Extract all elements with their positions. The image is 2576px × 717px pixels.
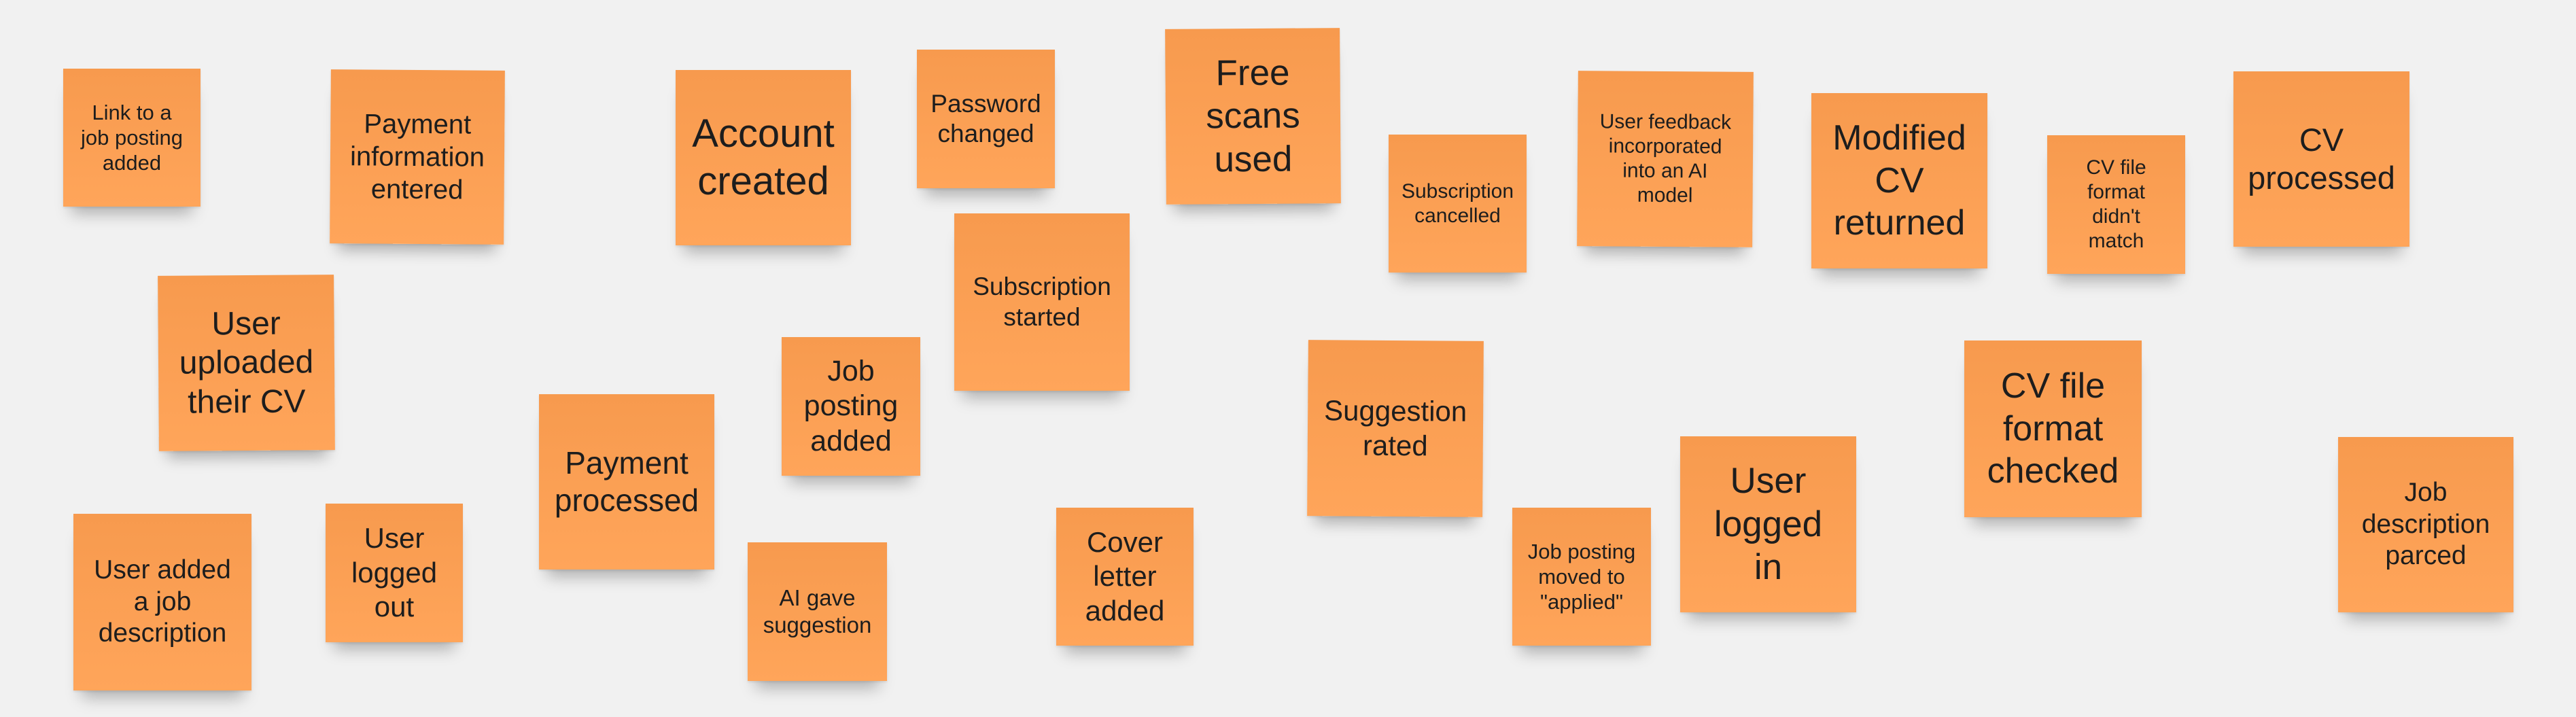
sticky-note-text: Job posting added	[803, 354, 899, 457]
sticky-note-text: Payment processed	[554, 444, 699, 518]
sticky-note-text: Password changed	[930, 89, 1041, 147]
sticky-note-cover-letter-added[interactable]: Cover letter added	[1056, 508, 1194, 646]
sticky-note-job-posting-added[interactable]: Job posting added	[782, 337, 920, 476]
sticky-note-text: User logged in	[1713, 461, 1823, 588]
sticky-note-text: CV processed	[2248, 121, 2395, 196]
sticky-note-text: CV file format checked	[1987, 366, 2119, 491]
sticky-note-user-uploaded-cv[interactable]: User uploaded their CV	[158, 275, 335, 451]
sticky-note-text: Cover letter added	[1085, 525, 1165, 627]
sticky-note-job-posting-moved-applied[interactable]: Job posting moved to "applied"	[1512, 508, 1651, 646]
sticky-note-password-changed[interactable]: Password changed	[917, 50, 1055, 188]
sticky-note-cv-file-format-checked[interactable]: CV file format checked	[1964, 340, 2142, 517]
sticky-note-job-description-parced[interactable]: Job description parced	[2338, 437, 2513, 612]
sticky-note-free-scans-used[interactable]: Free scans used	[1165, 28, 1341, 205]
sticky-note-subscription-cancelled[interactable]: Subscription cancelled	[1389, 135, 1527, 273]
sticky-note-subscription-started[interactable]: Subscription started	[954, 213, 1130, 391]
sticky-note-ai-gave-suggestion[interactable]: AI gave suggestion	[748, 542, 887, 681]
sticky-note-text: Modified CV returned	[1832, 118, 1966, 243]
sticky-note-suggestion-rated[interactable]: Suggestion rated	[1307, 340, 1484, 517]
sticky-note-user-logged-in[interactable]: User logged in	[1680, 436, 1856, 612]
sticky-note-text: User feedback incorporated into an AI mo…	[1599, 110, 1732, 207]
sticky-note-cv-processed[interactable]: CV processed	[2233, 71, 2409, 247]
sticky-note-user-added-job-description[interactable]: User added a job description	[73, 514, 251, 690]
sticky-note-text: AI gave suggestion	[763, 585, 872, 637]
sticky-note-text: Subscription started	[973, 273, 1111, 331]
sticky-note-text: Account created	[692, 111, 835, 203]
sticky-note-payment-processed[interactable]: Payment processed	[539, 394, 714, 570]
sticky-note-link-job-posting-added[interactable]: Link to a job posting added	[63, 69, 201, 207]
sticky-note-user-feedback-incorporated[interactable]: User feedback incorporated into an AI mo…	[1577, 71, 1754, 247]
sticky-note-account-created[interactable]: Account created	[676, 70, 851, 245]
sticky-note-text: Payment information entered	[349, 109, 485, 205]
sticky-note-text: CV file format didn't match	[2086, 156, 2146, 252]
sticky-note-text: Suggestion rated	[1323, 394, 1467, 461]
sticky-note-text: Job description parced	[2361, 477, 2490, 571]
sticky-note-text: Subscription cancelled	[1401, 179, 1514, 227]
sticky-note-modified-cv-returned[interactable]: Modified CV returned	[1811, 93, 1987, 268]
sticky-note-text: User logged out	[351, 522, 438, 623]
sticky-note-text: Free scans used	[1206, 52, 1300, 180]
sticky-note-text: User added a job description	[94, 555, 231, 648]
sticky-note-text: Link to a job posting added	[81, 100, 183, 175]
sticky-note-cv-file-format-didnt-match[interactable]: CV file format didn't match	[2047, 135, 2185, 274]
sticky-note-payment-information-entered[interactable]: Payment information entered	[330, 69, 505, 245]
sticky-note-text: User uploaded their CV	[179, 305, 314, 421]
sticky-note-user-logged-out[interactable]: User logged out	[326, 504, 463, 642]
sticky-note-text: Job posting moved to "applied"	[1527, 539, 1636, 614]
